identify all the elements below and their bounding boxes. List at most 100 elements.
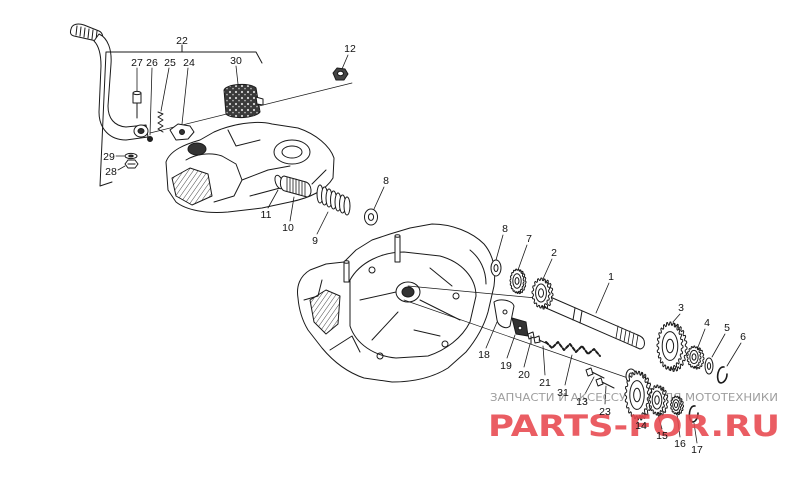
callout-label: 26	[146, 57, 158, 69]
cover-gear-boss-outer	[273, 139, 311, 165]
washer-outer	[490, 259, 502, 277]
crankcase-stud	[394, 234, 401, 263]
part-28-nut	[124, 159, 139, 169]
callout-label: 9	[312, 235, 318, 247]
group-bracket-22	[99, 44, 263, 187]
leader-line	[672, 313, 681, 323]
part-27-pin	[132, 90, 142, 119]
leader-line	[693, 422, 698, 444]
leader-line	[584, 376, 595, 395]
pawl-hole	[179, 129, 185, 135]
part-10-knurled-sleeve	[279, 175, 312, 198]
leader-line	[542, 258, 553, 280]
part-30-ratchet-block	[223, 83, 264, 119]
leader-line	[657, 414, 663, 430]
part-16-bush	[670, 395, 684, 416]
callout-label: 4	[704, 317, 710, 329]
crankcase-ribs	[303, 249, 487, 353]
cover-inner-wall	[185, 153, 243, 203]
crankcase-bolt-hole	[441, 340, 449, 348]
part-24-pawl	[169, 123, 195, 141]
shaft-centre-line	[403, 285, 629, 379]
crankcase-bolt-hole	[452, 292, 460, 300]
lever-arm	[93, 33, 149, 141]
lever-grip-ribs	[75, 25, 98, 41]
callout-label: 29	[103, 151, 115, 163]
callout-label: 20	[518, 369, 530, 381]
part-3-gear	[656, 321, 688, 372]
leader-line	[149, 67, 153, 136]
part-7-ratchet-ring	[509, 268, 527, 295]
callout-label: 2	[551, 247, 557, 259]
callout-label: 14	[635, 420, 647, 432]
leader-line	[160, 67, 170, 112]
leader-line	[523, 343, 531, 368]
callout-label: 16	[674, 438, 686, 450]
callout-label: 19	[500, 360, 512, 372]
part-25-spring	[157, 111, 164, 133]
gear-bore	[673, 401, 679, 409]
washer-inner	[493, 264, 499, 272]
callout-label: 12	[344, 43, 356, 55]
sleeve-knurling	[286, 176, 306, 197]
callout-label: 11	[261, 209, 272, 221]
leader-line	[726, 342, 742, 367]
crankcase-bearing-bore	[401, 286, 415, 298]
stud-shank	[343, 261, 350, 283]
leader-line	[485, 321, 498, 349]
part-6-circlip	[716, 366, 728, 384]
gear-bore	[633, 387, 641, 403]
leader-line	[316, 211, 329, 235]
gear-bore	[537, 288, 545, 298]
part-19-bracket	[511, 317, 529, 337]
part-15-gear	[648, 384, 669, 417]
ratchet-block-body	[223, 83, 261, 119]
part-8-washer-upper	[364, 208, 378, 226]
leader-line	[542, 345, 546, 376]
part-13-bolt	[585, 367, 605, 379]
gear-web	[629, 380, 645, 410]
leader-line	[373, 186, 385, 210]
gear-bore	[514, 277, 520, 285]
callout-label: 30	[230, 55, 242, 67]
leader-line	[117, 165, 126, 171]
crankcase-bolt-hole	[368, 266, 376, 274]
washer-outer	[704, 357, 714, 375]
part-31-spring	[545, 341, 601, 357]
callout-label: 3	[678, 302, 684, 314]
crankcase-inner-cavity	[349, 251, 477, 359]
part-12-nut	[332, 67, 349, 81]
gear-web	[672, 399, 680, 411]
callout-label: 8	[383, 175, 389, 187]
callout-label: 17	[691, 444, 703, 456]
callout-label: 27	[131, 57, 143, 69]
callout-label: 28	[105, 166, 117, 178]
crankcase-half	[297, 223, 496, 383]
part-17-circlip	[688, 405, 699, 423]
cover-top-boss	[187, 142, 207, 156]
ratchet-block-key	[255, 96, 264, 106]
callout-label: 24	[183, 57, 195, 69]
washer-inner	[706, 362, 712, 370]
part-29-washer	[124, 152, 138, 160]
part-9-spring	[316, 184, 351, 216]
callout-label: 22	[176, 35, 188, 47]
cover-hatched-face	[171, 167, 213, 206]
washer-outer	[364, 208, 378, 226]
cover-gear-boss-inner	[281, 145, 303, 159]
callout-labels: 22 27 26 25 24 30 12 29 28 8 11 10 9 8 7…	[103, 35, 746, 456]
crankcase-hatched-web	[309, 289, 341, 335]
leader-line	[235, 65, 239, 85]
callout-label: 31	[557, 387, 569, 399]
washer-inner	[367, 213, 375, 221]
leader-line	[564, 354, 573, 386]
leader-line	[517, 244, 528, 271]
kick-start-lever	[69, 23, 149, 141]
shaft-grooves	[572, 307, 583, 324]
callout-label: 5	[724, 322, 730, 334]
crankcase-bolt-hole	[376, 352, 384, 360]
part-23-screw	[595, 377, 615, 389]
shaft-splines	[615, 325, 639, 348]
leader-line	[495, 234, 504, 261]
callout-label: 13	[576, 396, 588, 408]
